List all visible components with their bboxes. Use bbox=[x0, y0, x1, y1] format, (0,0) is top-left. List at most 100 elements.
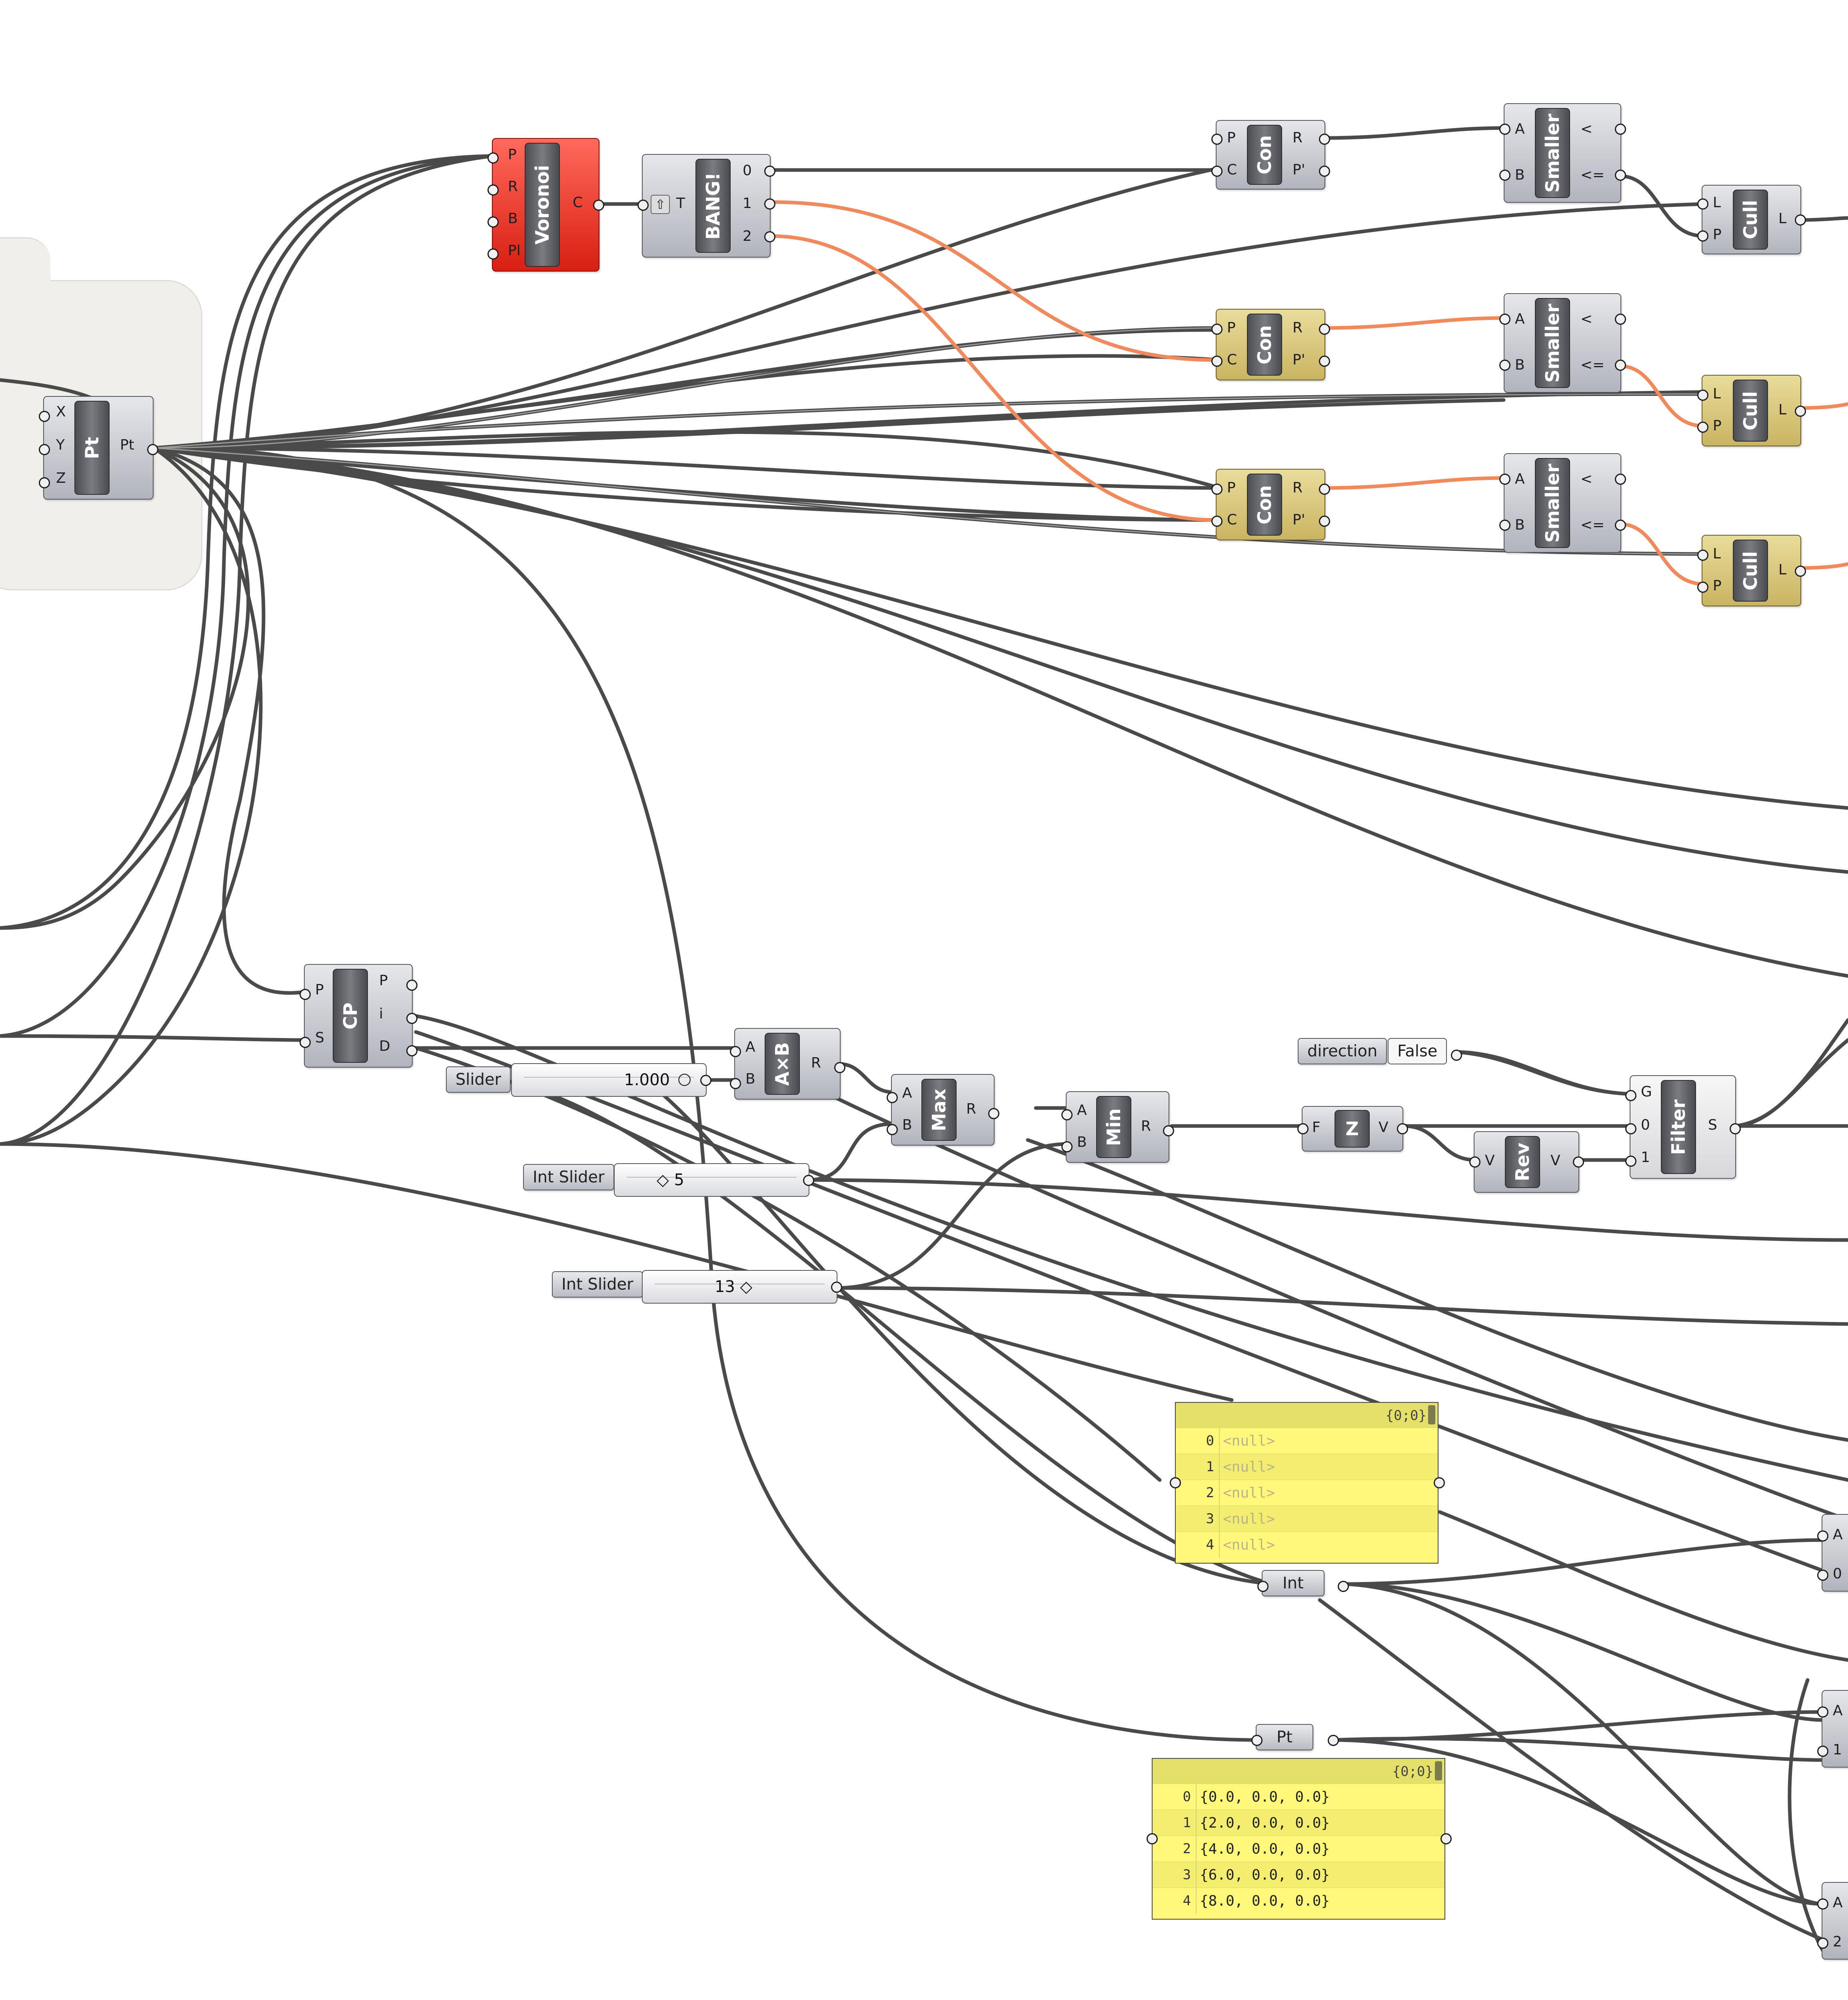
reverse-component[interactable]: V Rev V bbox=[1474, 1131, 1579, 1193]
port-cap[interactable] bbox=[1499, 314, 1510, 325]
input-port-L[interactable]: L bbox=[1713, 194, 1721, 211]
port-cap[interactable] bbox=[1434, 1477, 1445, 1488]
port-cap[interactable] bbox=[1625, 1090, 1636, 1101]
bang-component[interactable]: ⇧ T BANG! 0 1 2 bbox=[642, 154, 771, 258]
port-cap[interactable] bbox=[834, 1062, 845, 1073]
input-port-P[interactable]: P bbox=[1713, 418, 1722, 434]
input-port-P[interactable]: P bbox=[1227, 130, 1236, 146]
output-port-L[interactable]: L bbox=[1778, 210, 1787, 227]
min-component[interactable]: A B Min R bbox=[1066, 1091, 1169, 1163]
port-cap[interactable] bbox=[1499, 474, 1510, 485]
output-port-0[interactable]: 0 bbox=[743, 162, 752, 179]
voronoi-component[interactable]: P R B Pl Voronoi C bbox=[492, 138, 599, 272]
output-port-C[interactable]: C bbox=[573, 194, 583, 211]
port-cap[interactable] bbox=[1615, 520, 1626, 531]
arrow-up-icon[interactable]: ⇧ bbox=[651, 195, 670, 214]
input-port-B[interactable]: B bbox=[1077, 1134, 1087, 1150]
port-cap[interactable] bbox=[1251, 1735, 1263, 1746]
int-slider-label[interactable]: Int Slider bbox=[523, 1164, 614, 1190]
input-port-A[interactable]: A bbox=[1515, 121, 1525, 137]
port-cap[interactable] bbox=[1615, 314, 1626, 325]
port-cap[interactable] bbox=[1697, 390, 1708, 401]
component-group[interactable] bbox=[0, 237, 202, 590]
port-cap[interactable] bbox=[1319, 134, 1330, 145]
output-port-lt[interactable]: < bbox=[1580, 471, 1593, 487]
output-port-S[interactable]: S bbox=[1708, 1117, 1717, 1133]
port-cap[interactable] bbox=[300, 1037, 311, 1048]
port-cap[interactable] bbox=[147, 444, 158, 455]
port-cap[interactable] bbox=[1319, 324, 1330, 335]
port-cap[interactable] bbox=[1795, 406, 1806, 417]
port-cap[interactable] bbox=[1697, 230, 1708, 242]
slider-value[interactable]: ◇ 5 bbox=[657, 1171, 684, 1189]
port-cap[interactable] bbox=[487, 248, 499, 260]
output-port-P-prime[interactable]: P' bbox=[1293, 352, 1305, 368]
port-cap[interactable] bbox=[1451, 1050, 1462, 1061]
closest-point-component[interactable]: P S CP P i D bbox=[304, 964, 413, 1068]
output-port-le[interactable]: <= bbox=[1580, 167, 1605, 183]
port-cap[interactable] bbox=[764, 231, 775, 242]
input-port-T[interactable]: T bbox=[676, 195, 685, 212]
input-port-B[interactable]: B bbox=[745, 1071, 755, 1087]
port-cap[interactable] bbox=[1697, 198, 1708, 210]
output-port-R[interactable]: R bbox=[811, 1055, 821, 1071]
port-cap[interactable] bbox=[1499, 360, 1510, 371]
port-cap[interactable] bbox=[1147, 1833, 1158, 1844]
port-cap[interactable] bbox=[1817, 1570, 1828, 1581]
port-cap[interactable] bbox=[1615, 360, 1626, 371]
input-port-A[interactable]: A bbox=[1077, 1102, 1087, 1118]
port-cap[interactable] bbox=[39, 477, 50, 488]
port-cap[interactable] bbox=[39, 444, 50, 455]
construct-point-component[interactable]: X Y Z Pt Pt bbox=[43, 396, 154, 500]
port-cap[interactable] bbox=[300, 989, 311, 1000]
max-component[interactable]: A B Max R bbox=[891, 1074, 995, 1146]
port-cap[interactable] bbox=[831, 1282, 842, 1293]
input-port-Z[interactable]: Z bbox=[56, 470, 66, 486]
port-cap[interactable] bbox=[1615, 474, 1626, 485]
output-port-P[interactable]: P bbox=[379, 972, 388, 989]
output-port-1[interactable]: 1 bbox=[743, 195, 752, 212]
cull-component[interactable]: L P Cull L bbox=[1702, 185, 1801, 254]
toggle-label[interactable]: direction bbox=[1298, 1038, 1387, 1064]
port-cap[interactable] bbox=[700, 1075, 711, 1086]
input-port-B[interactable]: B bbox=[902, 1117, 912, 1133]
port-cap[interactable] bbox=[1817, 1938, 1828, 1949]
port-cap[interactable] bbox=[487, 152, 499, 164]
port-cap[interactable] bbox=[1211, 516, 1223, 527]
int-param[interactable]: Int bbox=[1262, 1570, 1325, 1596]
input-port-A[interactable]: A bbox=[1515, 311, 1525, 327]
input-port-X[interactable]: X bbox=[56, 404, 66, 420]
slider-handle-icon[interactable]: ○ bbox=[677, 1070, 691, 1088]
port-cap[interactable] bbox=[988, 1108, 999, 1119]
multiplication-component[interactable]: A B A×B R bbox=[734, 1028, 841, 1100]
port-cap[interactable] bbox=[1615, 170, 1626, 181]
input-port-B[interactable]: B bbox=[508, 210, 518, 227]
port-cap[interactable] bbox=[1211, 134, 1223, 145]
smaller-component[interactable]: A B Smaller < <= bbox=[1504, 293, 1621, 393]
slider-value[interactable]: 13 ◇ bbox=[715, 1278, 753, 1296]
port-cap[interactable] bbox=[1817, 1530, 1828, 1542]
input-port-Y[interactable]: Y bbox=[56, 437, 65, 453]
output-port-R[interactable]: R bbox=[1293, 320, 1303, 336]
port-cap[interactable] bbox=[1338, 1581, 1349, 1592]
input-port-A[interactable]: A bbox=[902, 1085, 912, 1101]
input-port-P[interactable]: P bbox=[1227, 480, 1236, 496]
port-cap[interactable] bbox=[1297, 1123, 1309, 1134]
output-port-R[interactable]: R bbox=[1141, 1118, 1151, 1134]
point-param[interactable]: Pt bbox=[1256, 1724, 1313, 1750]
output-port-lt[interactable]: < bbox=[1580, 121, 1593, 137]
output-port-D[interactable]: D bbox=[379, 1038, 390, 1054]
port-cap[interactable] bbox=[1795, 566, 1806, 577]
port-cap[interactable] bbox=[1499, 520, 1510, 531]
port-cap[interactable] bbox=[1397, 1123, 1408, 1134]
toggle-value[interactable]: False bbox=[1388, 1038, 1447, 1064]
output-port-2[interactable]: 2 bbox=[743, 228, 752, 244]
port-cap[interactable] bbox=[730, 1078, 741, 1089]
port-cap[interactable] bbox=[1817, 1706, 1828, 1718]
int-slider-label[interactable]: Int Slider bbox=[552, 1271, 643, 1298]
smaller-component[interactable]: A B Smaller < <= bbox=[1504, 453, 1621, 553]
input-port-P[interactable]: P bbox=[1713, 578, 1722, 594]
port-cap[interactable] bbox=[1440, 1833, 1452, 1844]
port-cap[interactable] bbox=[1319, 356, 1330, 367]
input-port-B[interactable]: B bbox=[1515, 167, 1525, 183]
